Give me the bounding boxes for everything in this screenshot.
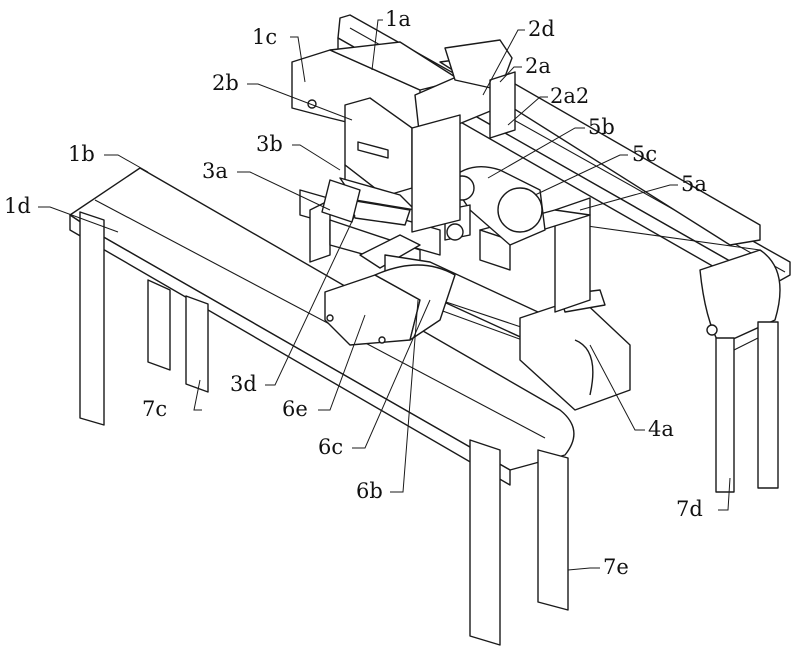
label-2a: 2a <box>525 54 551 78</box>
label-1c: 1c <box>252 25 277 49</box>
label-1a: 1a <box>385 7 411 31</box>
label-7c: 7c <box>142 397 167 421</box>
label-7e: 7e <box>603 555 629 579</box>
label-5c: 5c <box>632 142 657 166</box>
column <box>412 115 460 232</box>
label-3d: 3d <box>230 372 257 396</box>
label-3b: 3b <box>256 132 283 156</box>
label-4a: 4a <box>648 417 674 441</box>
label-5b: 5b <box>588 115 615 139</box>
label-2d: 2d <box>528 17 555 41</box>
label-6b: 6b <box>356 479 383 503</box>
right-legs <box>716 322 778 492</box>
label-6e: 6e <box>282 397 308 421</box>
label-6c: 6c <box>318 435 343 459</box>
label-5a: 5a <box>681 172 707 196</box>
pusher-4a <box>520 290 630 410</box>
label-2b: 2b <box>212 71 239 95</box>
label-1b: 1b <box>68 142 95 166</box>
label-2a2: 2a2 <box>550 84 589 108</box>
label-1d: 1d <box>4 194 31 218</box>
nozzle-6 <box>325 265 455 345</box>
label-7d: 7d <box>676 497 703 521</box>
label-3a: 3a <box>202 159 228 183</box>
